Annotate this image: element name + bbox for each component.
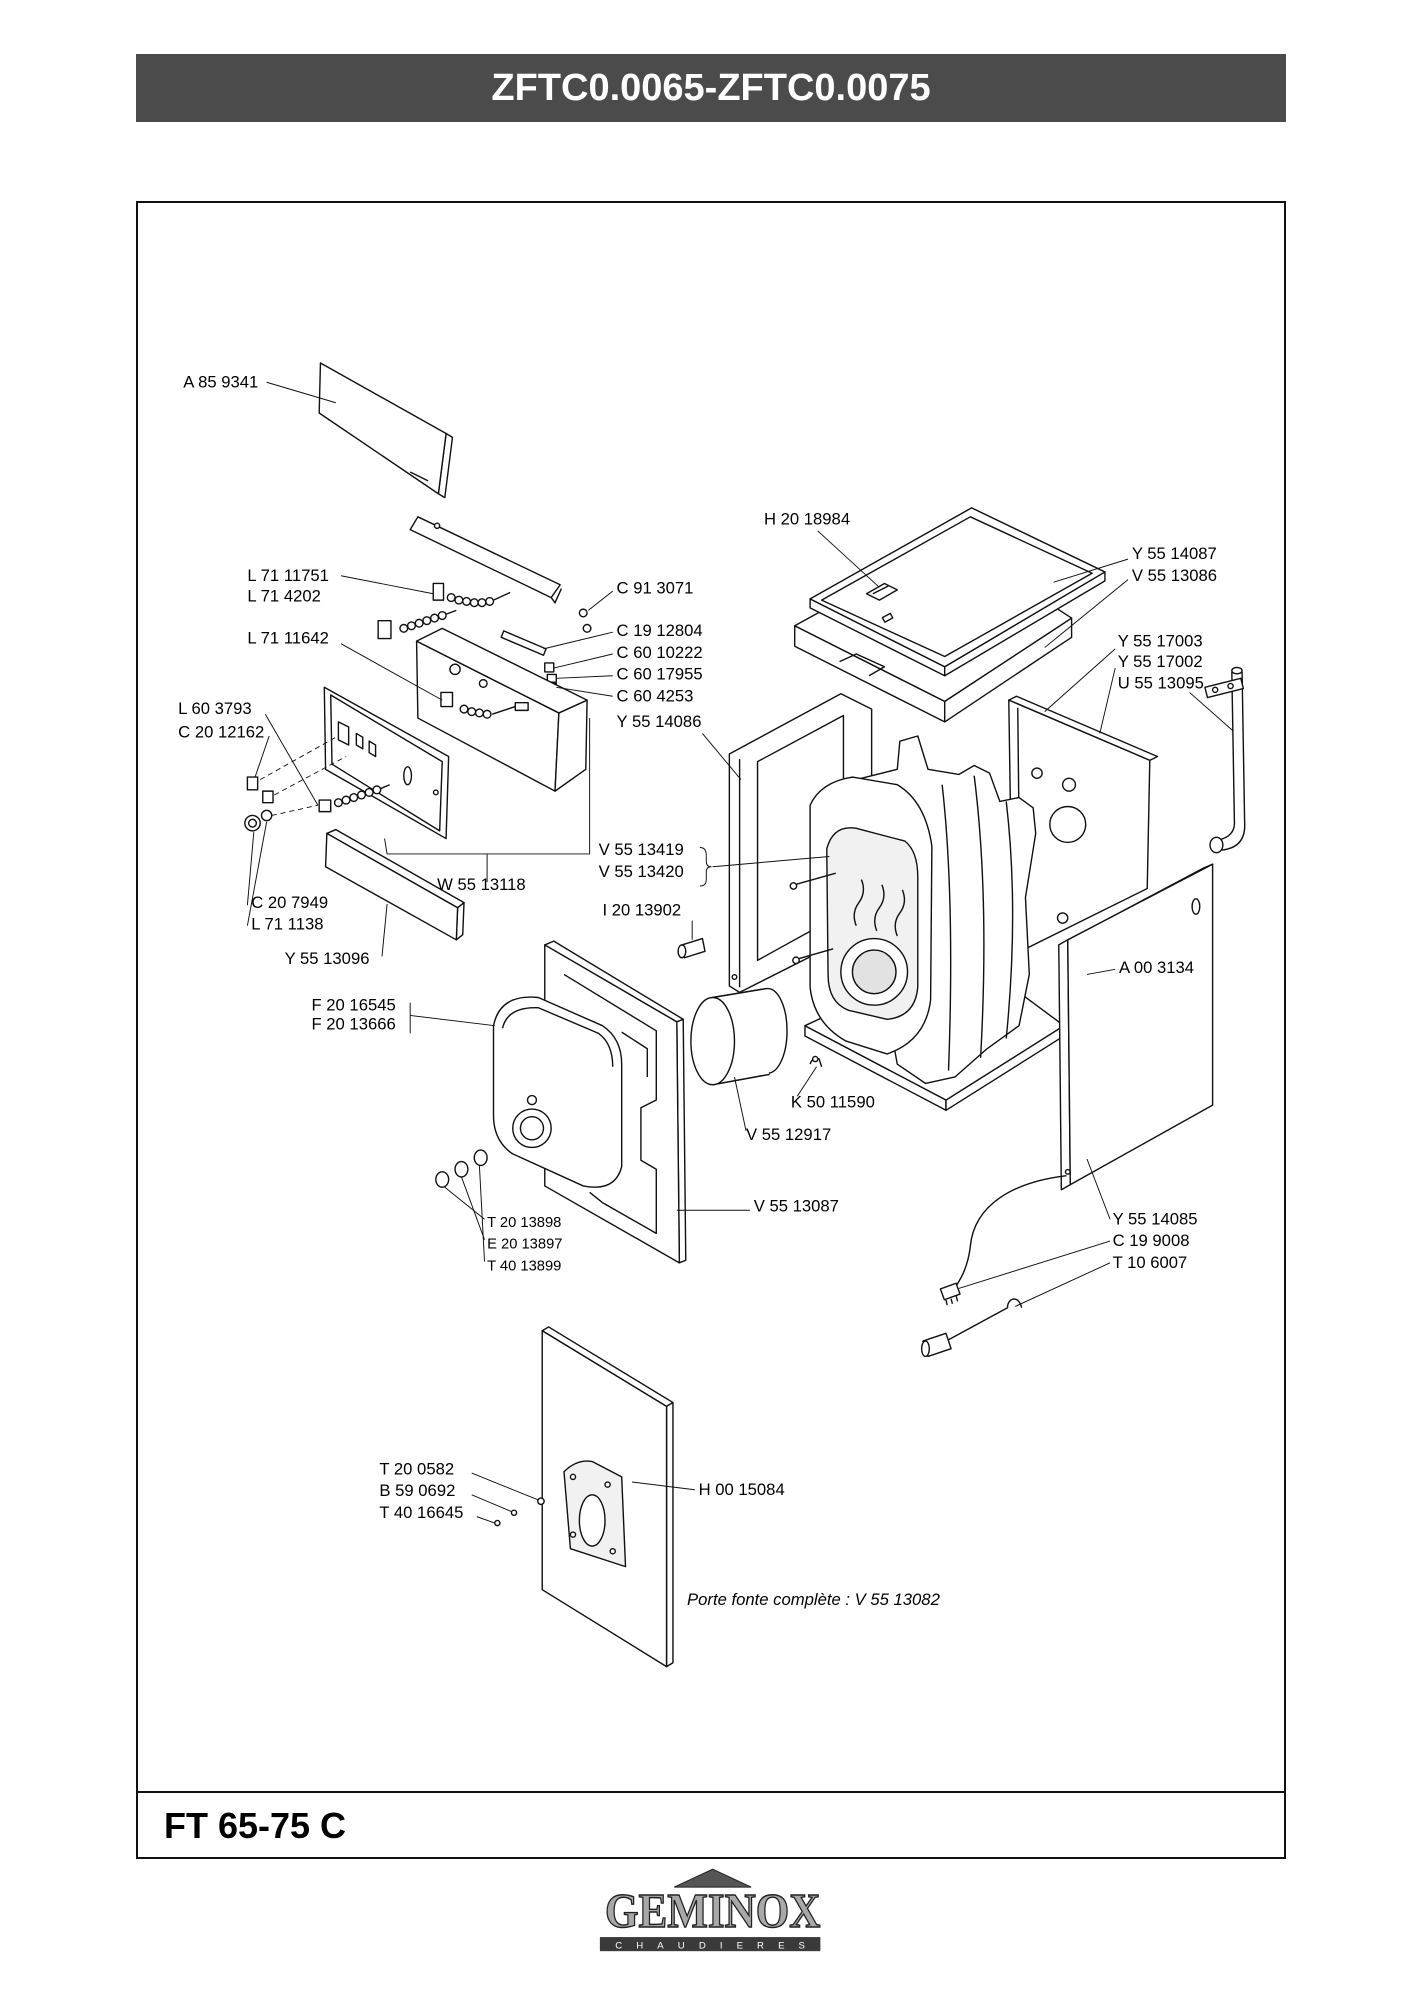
part-number-label: Y 55 14087 xyxy=(1132,544,1217,563)
part-number-labels: A 85 9341 H 20 18984 L 71 11751 L 71 420… xyxy=(178,372,1217,1609)
part-number-label: Y 55 13096 xyxy=(285,949,370,968)
part-number-label: V 55 12917 xyxy=(746,1125,831,1144)
footer-divider xyxy=(136,1791,1286,1793)
bottom-strip-part xyxy=(324,828,465,941)
mounting-bracket-part xyxy=(409,516,563,605)
part-number-label: C 19 12804 xyxy=(617,621,703,640)
leader-lines xyxy=(246,381,1234,1524)
part-number-label: T 10 6007 xyxy=(1113,1253,1188,1272)
front-top-panel-part xyxy=(318,362,454,499)
part-number-label: Y 55 14085 xyxy=(1113,1209,1198,1228)
part-number-label: F 20 13666 xyxy=(311,1015,395,1034)
part-number-label: B 59 0692 xyxy=(379,1481,455,1500)
part-number-label: L 71 11751 xyxy=(247,566,329,585)
part-number-label: V 55 13420 xyxy=(599,862,684,881)
part-number-label: Y 55 14086 xyxy=(617,712,702,731)
part-number-label: T 20 0582 xyxy=(379,1459,454,1478)
part-number-label: T 40 13899 xyxy=(487,1259,561,1275)
bolt-part xyxy=(677,937,706,959)
top-cover-part xyxy=(809,507,1106,677)
wiring-harness-part xyxy=(377,609,457,640)
part-number-label: T 20 13898 xyxy=(487,1215,561,1231)
part-number-label: Y 55 17002 xyxy=(1118,652,1203,671)
door-cover-part xyxy=(492,996,623,1188)
part-number-label: H 20 18984 xyxy=(764,510,850,529)
combustion-chamber-part xyxy=(690,987,788,1086)
part-number-label: V 55 13086 xyxy=(1132,566,1217,585)
diagram-frame xyxy=(136,201,1286,1859)
part-number-label: F 20 16545 xyxy=(311,995,395,1014)
flow-pipe-part xyxy=(1204,666,1246,854)
part-number-label: A 85 9341 xyxy=(183,372,258,391)
part-number-label: L 71 1138 xyxy=(251,915,323,934)
right-front-panel-part xyxy=(1058,863,1214,1191)
part-number-label: C 20 12162 xyxy=(178,722,264,741)
thermostat-switch-part xyxy=(432,582,511,608)
assembly-dashed-lines xyxy=(259,736,347,816)
cast-iron-door-part xyxy=(541,1326,674,1668)
part-number-label: L 71 4202 xyxy=(247,586,320,605)
part-number-label: C 60 10222 xyxy=(617,643,703,662)
part-number-label: H 00 15084 xyxy=(699,1480,785,1499)
part-number-label: E 20 13897 xyxy=(487,1237,562,1253)
thermostat-cable-part xyxy=(920,1174,1067,1358)
part-number-label: L 71 11642 xyxy=(247,629,329,648)
part-number-label: I 20 13902 xyxy=(602,900,681,919)
door-assembly-note: Porte fonte complète : V 55 13082 xyxy=(687,1590,941,1609)
part-number-label: C 60 4253 xyxy=(617,686,694,705)
logo-band xyxy=(599,1937,821,1952)
part-number-label: V 55 13419 xyxy=(599,840,684,859)
right-back-panel-part xyxy=(1008,695,1159,956)
control-box-part xyxy=(415,627,588,792)
part-number-label: K 50 11590 xyxy=(791,1093,875,1112)
model-label: FT 65-75 C xyxy=(164,1805,347,1846)
part-number-label: C 60 17955 xyxy=(617,665,703,684)
part-number-label: C 19 9008 xyxy=(1113,1231,1190,1250)
logo-brand-text: GEMINOX xyxy=(605,1884,820,1938)
part-number-label: A 00 3134 xyxy=(1119,958,1194,977)
part-number-label: C 91 3071 xyxy=(617,579,694,598)
geminox-logo: GEMINOX CHAUDIERES xyxy=(599,1868,821,1952)
part-number-label: W 55 13118 xyxy=(437,875,526,894)
page-title: ZFTC0.0065-ZFTC0.0075 xyxy=(136,54,1286,122)
logo-roof-shape xyxy=(674,1868,752,1888)
part-number-label: V 55 13087 xyxy=(754,1197,839,1216)
cast-iron-exchanger-part xyxy=(789,735,1037,1085)
control-faceplate-part xyxy=(323,686,450,840)
knobs-switches-part xyxy=(244,776,390,832)
part-number-label: T 40 16645 xyxy=(379,1503,463,1522)
part-number-label: U 55 13095 xyxy=(1118,674,1204,693)
part-number-label: C 20 7949 xyxy=(251,893,328,912)
door-bolts-part xyxy=(494,1497,545,1527)
part-number-label: Y 55 17003 xyxy=(1118,631,1203,650)
part-number-label: L 60 3793 xyxy=(178,699,251,718)
clip-part xyxy=(809,1055,823,1067)
